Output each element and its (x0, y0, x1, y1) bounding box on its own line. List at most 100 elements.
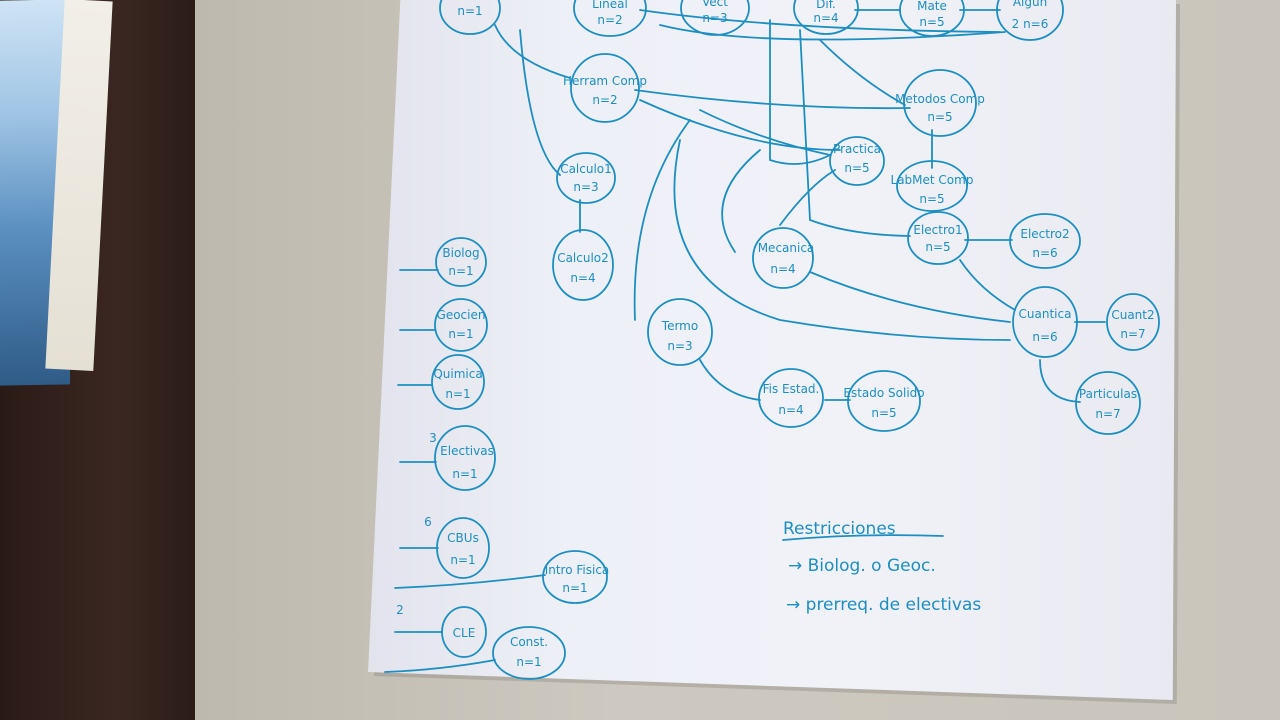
edge (959, 259, 1016, 311)
node-dif-sub: n=4 (813, 11, 838, 25)
node-electivas-sub: n=1 (452, 467, 477, 481)
side-number-cle: 2 (396, 603, 404, 617)
node-introfisica-label: Intro Fisica (545, 563, 610, 577)
node-biolog-sub: n=1 (448, 264, 473, 278)
node-estadosolido-sub: n=5 (871, 406, 896, 420)
node-labmet-label: LabMet Comp (891, 173, 974, 187)
notes-item-1: → Biolog. o Geoc. (788, 556, 936, 576)
node-algun (996, 0, 1064, 41)
node-mecanica-label: Mecanica (758, 241, 815, 255)
node-electro1-label: Electro1 (913, 223, 962, 237)
node-mecanica-sub: n=4 (770, 262, 795, 276)
node-mecanica (752, 227, 814, 289)
node-n1 (439, 0, 501, 35)
node-algun-sub: 2 n=6 (1012, 17, 1049, 31)
node-quimica-label: Quimica (433, 367, 482, 381)
node-electivas (434, 425, 496, 491)
edge (633, 119, 691, 321)
node-calculo-label: Calculo1 (560, 162, 612, 176)
node-particulas-sub: n=7 (1095, 407, 1120, 421)
node-electro1 (907, 211, 969, 265)
node-const-sub: n=1 (516, 655, 541, 669)
edge (799, 29, 911, 237)
node-practica-label: Practica (833, 142, 881, 156)
node-quimica (431, 354, 485, 410)
node-vect-sub: n=3 (702, 11, 727, 25)
node-mate-sub: n=5 (919, 15, 944, 29)
node-termo-sub: n=3 (667, 339, 692, 353)
edge (494, 24, 571, 79)
node-lineal-label: Lineal (592, 0, 628, 11)
node-cuant2-label: Cuant2 (1111, 308, 1154, 322)
edge (779, 169, 836, 226)
node-dif (793, 0, 859, 35)
node-const (492, 626, 566, 680)
node-mate-label: Mate (917, 0, 947, 13)
notes-title: Restricciones (783, 519, 896, 539)
edge (809, 271, 1011, 323)
node-termo (647, 298, 713, 366)
node-cuantica-label: Cuantica (1019, 307, 1072, 321)
node-introfisica (542, 550, 608, 604)
node-electro1-sub: n=5 (925, 240, 950, 254)
edge (769, 19, 831, 165)
node-electivas-label: Electivas (440, 444, 494, 458)
node-cbus-label: CBUs (447, 531, 479, 545)
edge (673, 139, 1011, 341)
node-cuant2-sub: n=7 (1120, 327, 1145, 341)
edge (639, 99, 841, 151)
node-calculo2-label: Calculo2 (557, 251, 609, 265)
node-const-label: Const. (510, 635, 548, 649)
node-cle (441, 606, 487, 658)
node-lineal (573, 0, 647, 37)
node-practica (829, 136, 885, 186)
node-practica-sub: n=5 (844, 161, 869, 175)
notes-item-2: → prerreq. de electivas (786, 595, 981, 615)
node-estadosolido (847, 370, 921, 432)
edge (819, 39, 906, 106)
node-cle-label: CLE (453, 626, 476, 640)
side-number-cbus: 6 (424, 515, 432, 529)
node-n1-label: n=1 (457, 4, 482, 18)
edge (721, 149, 761, 253)
node-herram-sub: n=2 (592, 93, 617, 107)
node-vect (680, 0, 750, 36)
edge (699, 109, 831, 156)
node-algun-label: Algun (1013, 0, 1047, 9)
side-number-electivas: 3 (429, 431, 437, 445)
node-termo-label: Termo (661, 319, 698, 333)
node-fisestad (758, 368, 824, 428)
node-calculo-sub: n=3 (573, 180, 598, 194)
node-cbus-sub: n=1 (450, 553, 475, 567)
node-biolog-label: Biolog (442, 246, 479, 260)
edge (659, 24, 1006, 41)
node-lineal-sub: n=2 (597, 13, 622, 27)
edge (699, 359, 761, 401)
node-calculo (556, 152, 616, 204)
node-herram (570, 53, 640, 123)
node-herram-label: Herram Comp (563, 74, 647, 88)
node-metodos-label: Metodos Comp (895, 92, 985, 106)
node-metodos-sub: n=5 (927, 110, 952, 124)
node-vect-label: Vect (702, 0, 728, 9)
node-labmet-sub: n=5 (919, 192, 944, 206)
node-estadosolido-label: Estado Solido (843, 386, 924, 400)
edge (384, 659, 496, 673)
edge (1039, 359, 1081, 403)
paper-sheet (368, 0, 1176, 700)
node-calculo2 (552, 229, 614, 301)
node-particulas-label: Particulas (1079, 387, 1137, 401)
node-geocien-label: Geocien (437, 308, 486, 322)
node-cuantica-sub: n=6 (1032, 330, 1057, 344)
node-calculo2-sub: n=4 (570, 271, 595, 285)
node-introfisica-sub: n=1 (562, 581, 587, 595)
title-underline (782, 534, 944, 541)
edge (634, 89, 911, 110)
node-cbus (436, 517, 490, 579)
edge (394, 574, 546, 589)
node-labmet (896, 160, 968, 212)
node-cuant2 (1106, 293, 1160, 351)
edge (639, 9, 1001, 33)
